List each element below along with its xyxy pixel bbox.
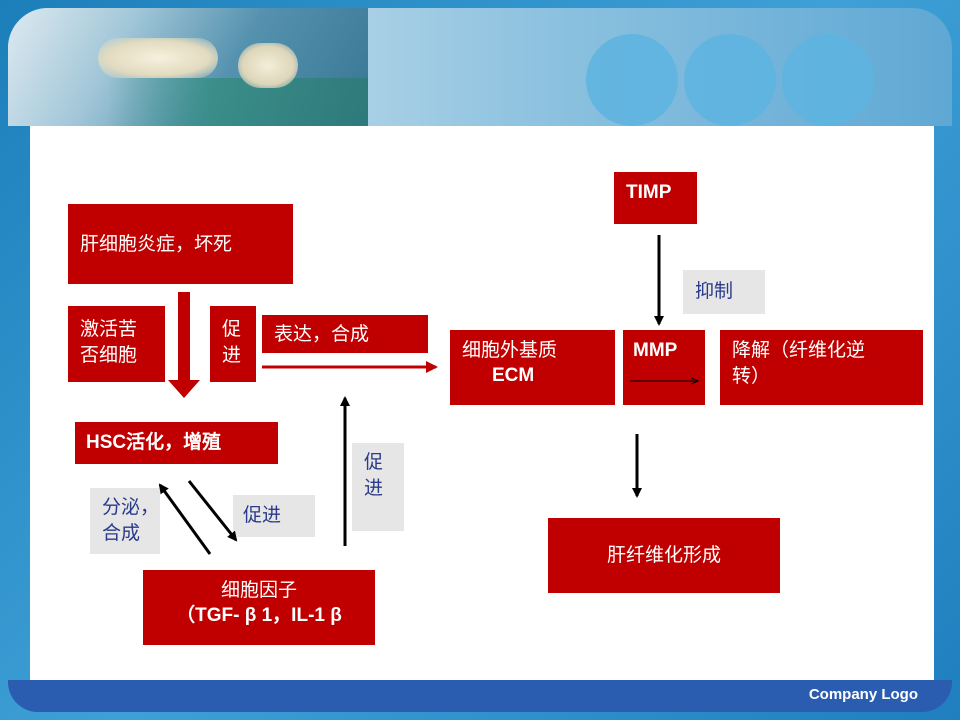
fibrosis-text: 肝纤维化形成 xyxy=(606,544,721,566)
fibrosis-box: 肝纤维化形成 xyxy=(548,518,780,593)
hsc-activation-text: HSC活化，增殖 xyxy=(86,432,222,453)
arrow-diag-promote xyxy=(187,480,238,542)
ecm-line1: 细胞外基质 xyxy=(462,339,558,361)
arrow-diag-secrete xyxy=(158,483,212,555)
decor-circle-2 xyxy=(684,34,776,126)
inhibit-label: 抑制 xyxy=(683,270,765,314)
mmp-text: MMP xyxy=(633,340,678,361)
company-logo: Company Logo xyxy=(808,686,918,703)
activate-kupffer-line1: 激活苦 xyxy=(80,318,138,340)
down-arrow-red xyxy=(168,292,200,398)
degrade-box: 降解（纤维化逆 转） xyxy=(720,330,923,405)
hsc-activation-box: HSC活化，增殖 xyxy=(75,422,278,464)
promote-small-line1: 促 xyxy=(222,318,242,340)
liver-inflammation-text: 肝细胞炎症，坏死 xyxy=(80,233,233,255)
promote-label-text: 促进 xyxy=(243,504,282,526)
cytokine-line2: （TGF- β 1，IL-1 β xyxy=(176,605,342,626)
secrete-line1: 分泌， xyxy=(102,496,160,518)
promote-vertical-line1: 促 xyxy=(364,451,384,473)
inhibit-text: 抑制 xyxy=(695,280,734,302)
ecm-line2: ECM xyxy=(492,365,535,386)
promote-label: 促进 xyxy=(233,495,315,537)
surgery-photo-glove-2 xyxy=(238,43,298,88)
activate-kupffer-box: 激活苦 否细胞 xyxy=(68,306,165,382)
timp-box: TIMP xyxy=(614,172,697,224)
promote-small-line2: 进 xyxy=(222,344,242,366)
promote-vertical-label: 促 进 xyxy=(352,443,404,531)
cytokine-box: 细胞因子 （TGF- β 1，IL-1 β xyxy=(143,570,375,645)
activate-kupffer-line2: 否细胞 xyxy=(80,344,138,366)
decor-circle-3 xyxy=(782,34,874,126)
secrete-label: 分泌， 合成 xyxy=(90,488,160,554)
surgery-photo-glove xyxy=(98,38,218,78)
promote-small-box: 促 进 xyxy=(210,306,256,382)
cytokine-line1: 细胞因子 xyxy=(220,579,297,601)
express-synthesize-text: 表达，合成 xyxy=(274,323,370,345)
degrade-line1: 降解（纤维化逆 xyxy=(732,339,866,361)
footer-bar xyxy=(8,680,952,712)
surgery-photo-drape xyxy=(108,78,368,126)
liver-inflammation-box: 肝细胞炎症，坏死 xyxy=(68,204,293,284)
degrade-line2: 转） xyxy=(732,365,771,387)
mmp-box: MMP xyxy=(623,330,705,405)
ecm-box: 细胞外基质 ECM xyxy=(450,330,615,405)
decor-circle-1 xyxy=(586,34,678,126)
express-synthesize-box: 表达，合成 xyxy=(262,315,428,353)
header-banner xyxy=(8,8,952,126)
timp-text: TIMP xyxy=(626,182,672,203)
promote-vertical-line2: 进 xyxy=(364,477,384,499)
secrete-line2: 合成 xyxy=(102,522,141,544)
